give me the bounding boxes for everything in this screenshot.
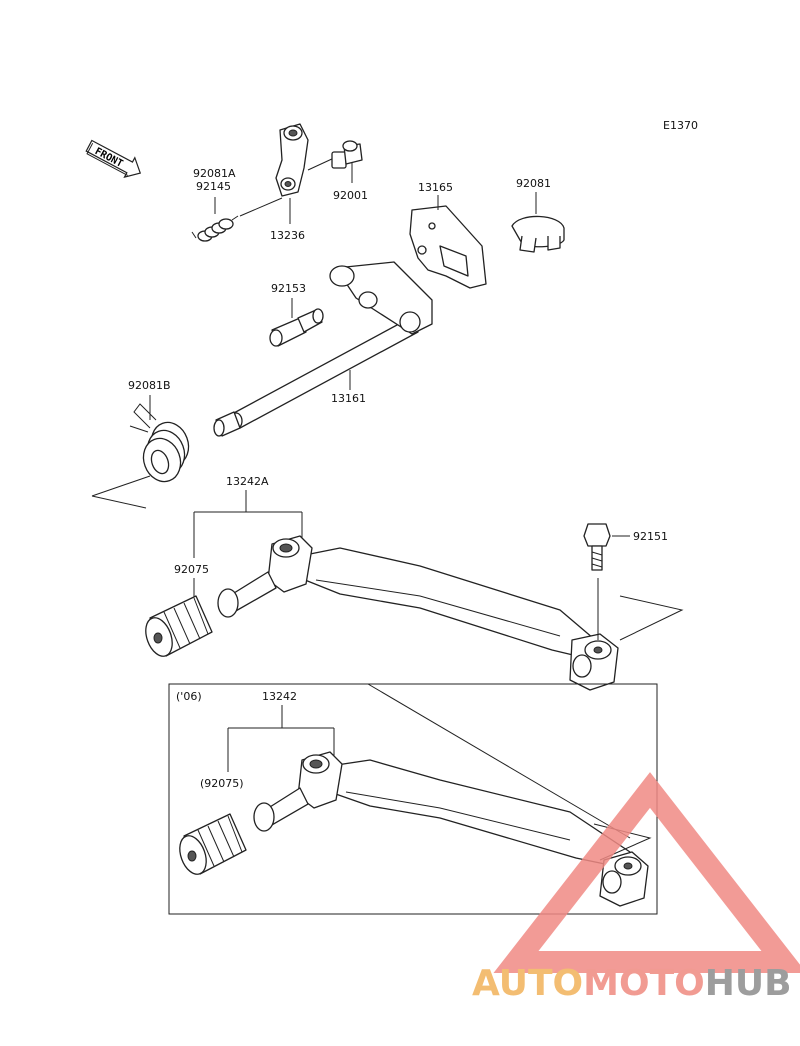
label-92081b: 92081B (128, 379, 171, 392)
label-13161: 13161 (331, 392, 366, 405)
arm-13236-icon (275, 123, 309, 197)
watermark-auto: AUTO (472, 963, 583, 1004)
plate-13165-icon (409, 205, 487, 289)
clip-92081-icon (511, 215, 565, 253)
label-92081a: 92081A (193, 167, 236, 180)
label-13236: 13236 (270, 229, 305, 242)
label-92075-paren: (92075) (200, 777, 244, 790)
svg-text:AUTOMOTOHUB: AUTOMOTOHUB (472, 963, 792, 1004)
automotohub-watermark-logo: AUTOMOTOHUB (472, 772, 800, 1004)
spring-92081b-icon (129, 403, 190, 483)
label-92151: 92151 (633, 530, 668, 543)
watermark-moto: MOTO (583, 963, 705, 1004)
spring-92081a-icon (191, 215, 239, 242)
pin-92153-icon (269, 308, 324, 347)
label-92001: 92001 (333, 189, 368, 202)
inset-note: ('06) (176, 690, 202, 703)
label-92153: 92153 (271, 282, 306, 295)
label-13165: 13165 (418, 181, 453, 194)
rubber-92075-inset-icon (179, 813, 247, 875)
label-13242: 13242 (262, 690, 297, 703)
diagram-code: E1370 (663, 119, 698, 132)
label-92081: 92081 (516, 177, 551, 190)
rubber-92075-icon (145, 595, 213, 657)
label-92075: 92075 (174, 563, 209, 576)
watermark-hub: HUB (705, 963, 792, 1004)
label-92145: 92145 (196, 180, 231, 193)
pedal-13242-icon (253, 751, 649, 907)
bolt-92151-icon (583, 523, 611, 571)
pedal-13242a-icon (217, 535, 619, 691)
front-arrow-icon: FRONT (85, 139, 142, 179)
bolt-92001-icon (331, 140, 363, 169)
shaft-13161-icon (213, 261, 433, 437)
label-13242a: 13242A (226, 475, 269, 488)
